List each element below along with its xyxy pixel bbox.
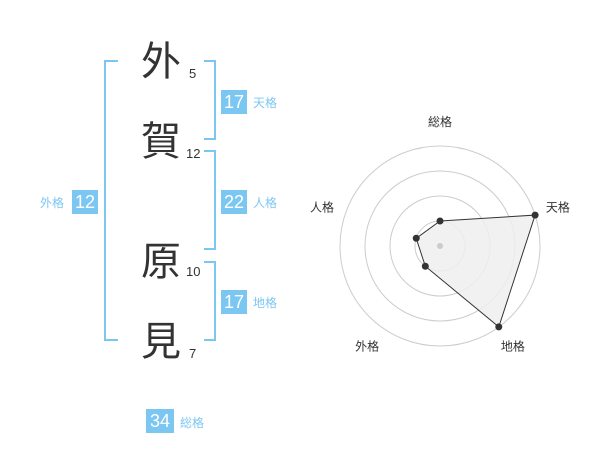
chikaku-label: 地格 <box>253 296 278 310</box>
gaikaku-label: 外格 <box>40 196 65 210</box>
jinkaku-value: 22 <box>221 190 247 214</box>
tenkaku-bracket <box>204 60 216 140</box>
radar-point-4 <box>421 262 429 270</box>
stroke-count-2: 12 <box>186 146 201 161</box>
radar-point-3 <box>495 323 503 331</box>
radar-axis-label-5: 人格 <box>310 200 334 215</box>
tenkaku-label: 天格 <box>253 96 278 110</box>
stroke-count-1: 5 <box>189 66 197 81</box>
radar-center <box>437 243 443 249</box>
jinkaku-bracket <box>204 150 216 250</box>
name-char-1: 外 <box>141 39 181 85</box>
radar-axis-label-4: 外格 <box>355 338 379 353</box>
radar-area <box>415 214 536 328</box>
chikaku-value: 17 <box>221 290 247 314</box>
stroke-count-3: 10 <box>186 264 201 279</box>
radar-point-1 <box>436 217 444 225</box>
name-char-4: 見 <box>141 319 181 365</box>
name-char-2: 賀 <box>141 119 181 165</box>
gaikaku-value: 12 <box>72 190 98 214</box>
radar-axis-label-1: 総格 <box>428 114 452 129</box>
soukaku-value: 34 <box>146 409 174 433</box>
stroke-count-4: 7 <box>189 346 197 361</box>
radar-point-2 <box>531 211 539 219</box>
radar-axis-label-3: 地格 <box>501 338 525 353</box>
name-char-3: 原 <box>141 239 181 285</box>
radar-point-5 <box>412 234 420 242</box>
radar-axis-label-2: 天格 <box>546 200 570 215</box>
gaikaku-bracket <box>104 60 118 341</box>
radar-ring <box>339 145 541 347</box>
chikaku-bracket <box>204 261 216 341</box>
soukaku-label: 総格 <box>180 416 205 430</box>
tenkaku-value: 17 <box>221 90 247 114</box>
jinkaku-label: 人格 <box>253 196 278 210</box>
